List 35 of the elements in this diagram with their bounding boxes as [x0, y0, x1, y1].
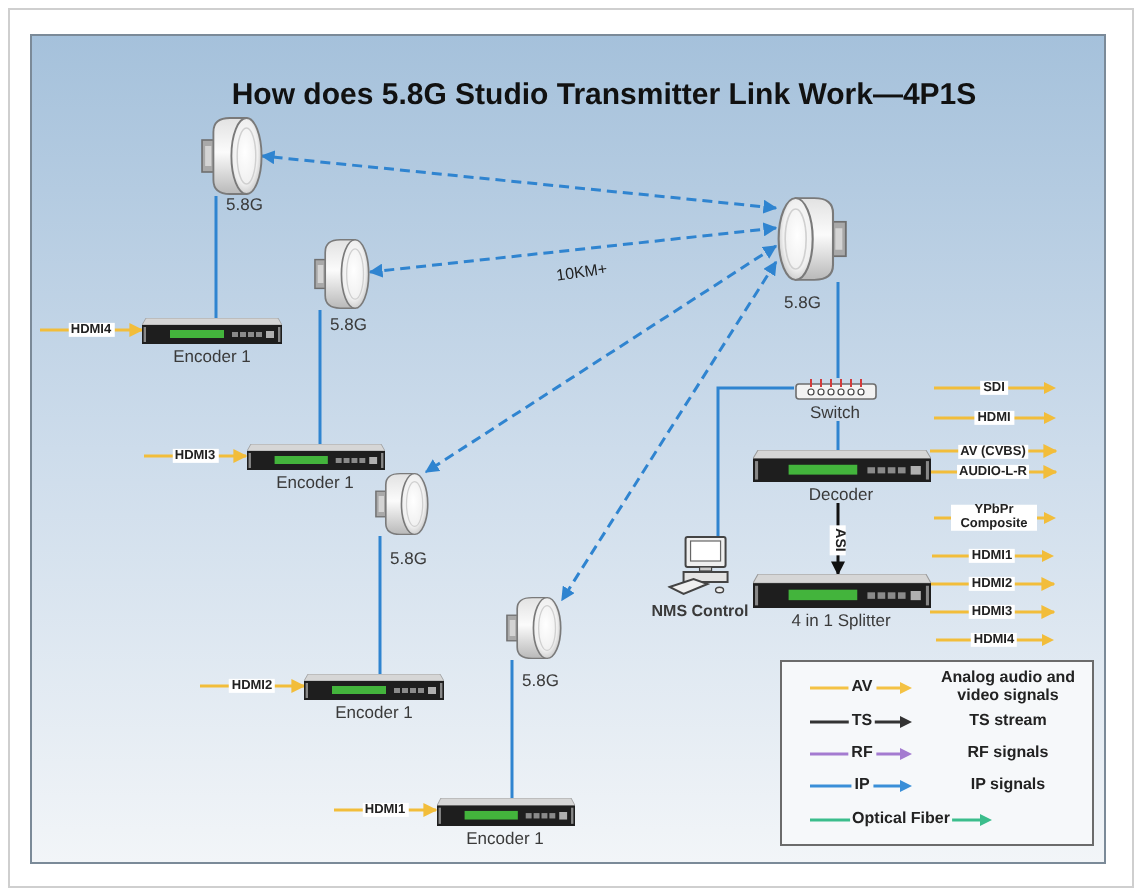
- device-label: Switch: [809, 404, 861, 421]
- frequency-label: 5.8G: [522, 672, 559, 689]
- connector-line: [836, 282, 840, 378]
- signal-type-label: AV: [848, 679, 876, 697]
- device-label: Encoder 1: [335, 704, 413, 721]
- signal-type-label: IP: [851, 777, 873, 795]
- device-label: Encoder 1: [466, 830, 544, 847]
- device-label: 4 in 1 Splitter: [791, 612, 891, 629]
- frequency-label: 5.8G: [226, 196, 263, 213]
- frequency-label: 5.8G: [784, 294, 821, 311]
- connector-line: [836, 421, 840, 450]
- device-label: Decoder: [808, 486, 874, 503]
- legend-text: TS stream: [969, 713, 1047, 731]
- signal-type-label: RF: [848, 745, 876, 763]
- legend-text: Analog audio and video signals: [940, 670, 1076, 706]
- connector-line: [214, 196, 218, 318]
- signal-type-label: TS: [848, 713, 876, 731]
- connector-line: [378, 536, 382, 674]
- dashed-arrow: [424, 244, 778, 474]
- dashed-arrow: [368, 222, 778, 278]
- diagram-title: How does 5.8G Studio Transmitter Link Work—4P1S: [231, 78, 977, 112]
- connector-line: [716, 386, 794, 536]
- frequency-label: 5.8G: [390, 550, 427, 567]
- legend-text: Optical Fiber: [849, 811, 953, 829]
- frequency-label: 5.8G: [330, 316, 367, 333]
- device-label: Encoder 1: [173, 348, 251, 365]
- legend-text: IP signals: [970, 777, 1046, 795]
- connector-line: [510, 660, 514, 798]
- dashed-arrow: [560, 260, 778, 602]
- device-label: Encoder 1: [276, 474, 354, 491]
- legend-text: RF signals: [967, 745, 1049, 763]
- connector-line: [318, 310, 322, 444]
- edge-label: 10KM+: [555, 261, 609, 287]
- device-label: NMS Control: [651, 604, 749, 620]
- dashed-arrow: [260, 150, 778, 214]
